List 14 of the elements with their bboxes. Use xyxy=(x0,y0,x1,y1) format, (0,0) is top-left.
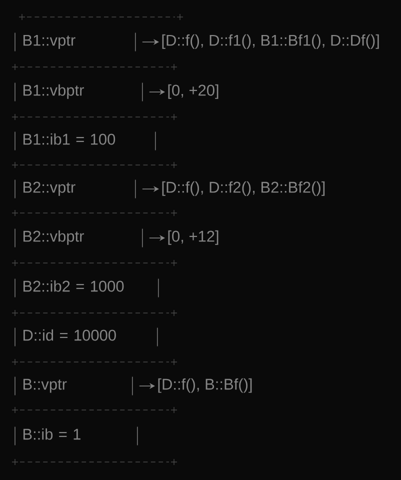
table-cell: B1::vbptr xyxy=(14,82,143,102)
table-cell: B2::vptr xyxy=(14,179,136,199)
list-text: [0, +20] xyxy=(168,84,218,99)
table-cell: D::id = 10000 xyxy=(14,327,158,347)
list-text: [D::f(), D::f1(), B1::Bf1(), D::Df()] xyxy=(162,34,379,49)
table-cell: B::ib = 1 xyxy=(14,426,138,446)
list-text: [D::f(), D::f2(), B2::Bf2()] xyxy=(162,181,325,196)
table-cell: B1::ib1 = 100 xyxy=(14,131,156,151)
table-cell: B::vptr xyxy=(14,376,133,396)
list-text: [D::f(), B::Bf()] xyxy=(158,378,252,393)
table-cell: B2::vbptr xyxy=(14,228,143,248)
table-cell: B2::ib2 = 1000 xyxy=(14,278,159,298)
table-cell: B1::vptr xyxy=(14,32,136,52)
list-text: [0, +12] xyxy=(168,230,218,245)
